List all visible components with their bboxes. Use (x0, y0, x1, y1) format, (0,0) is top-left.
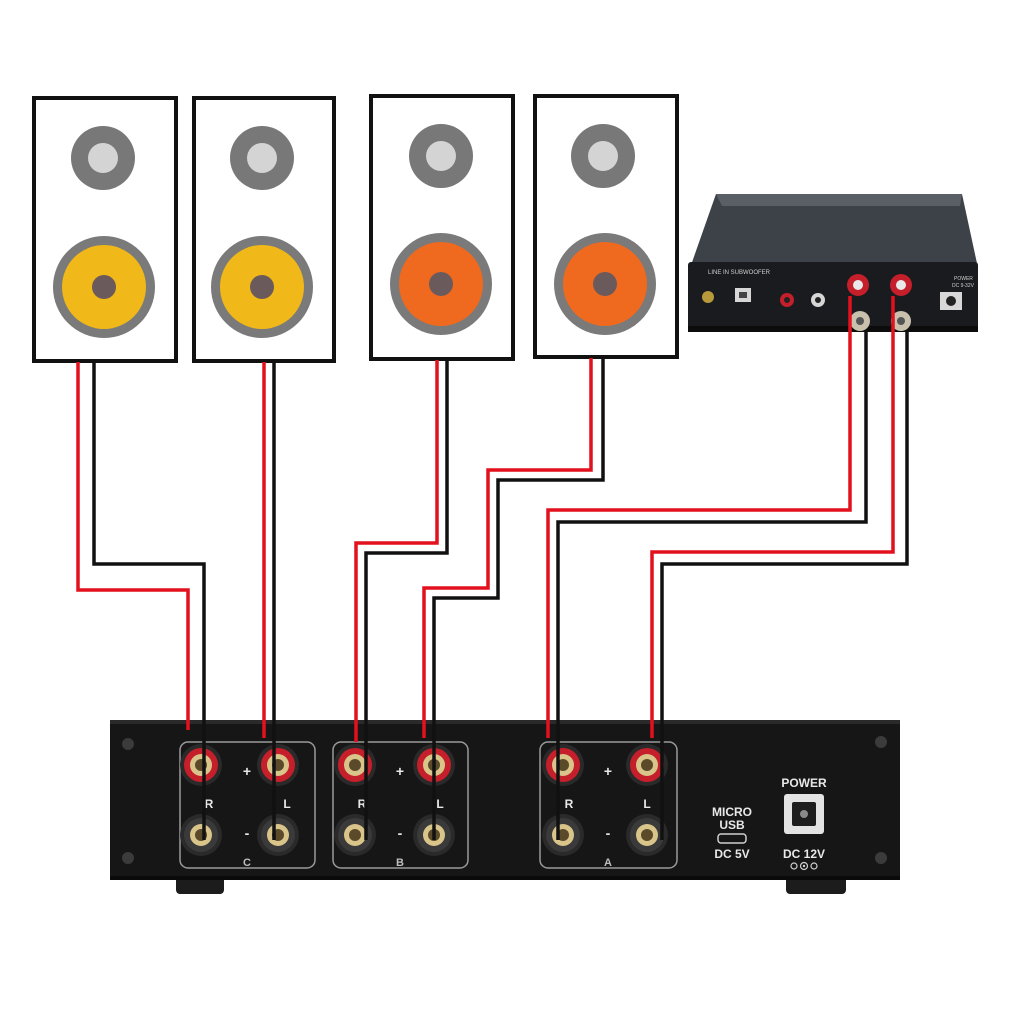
left-channel-label: L (283, 797, 290, 811)
woofer-cap (593, 272, 617, 296)
binding-post-red[interactable] (626, 744, 668, 786)
binding-post-black[interactable] (542, 814, 584, 856)
dc5v-label: DC 5V (714, 847, 749, 861)
micro-usb-section: MICRO USB DC 5V (712, 805, 752, 861)
speaker-1 (32, 96, 178, 363)
tweeter-dome (426, 141, 456, 171)
tweeter-dome (88, 143, 118, 173)
binding-post-black[interactable] (180, 814, 222, 856)
right-channel-label: R (565, 797, 574, 811)
wire-negative (432, 358, 605, 840)
svg-text:LINE IN SUBWOOFER: LINE IN SUBWOOFER (708, 270, 771, 276)
micro-usb-label-2: USB (719, 818, 745, 832)
plus-label: + (604, 763, 612, 779)
group-a-labels: + - R L A (565, 763, 651, 869)
power-label: POWER (781, 776, 827, 790)
wire-positive (650, 296, 895, 738)
micro-usb-port (717, 833, 747, 844)
svg-text:DC 9-32V: DC 9-32V (952, 283, 975, 289)
binding-post-red[interactable] (542, 744, 584, 786)
minus-label: - (606, 825, 611, 841)
wire-negative (92, 362, 206, 840)
group-letter: C (243, 857, 251, 869)
polarity-icon (790, 861, 818, 871)
left-channel-label: L (643, 797, 650, 811)
wire-positive (422, 358, 593, 738)
left-channel-label: L (436, 797, 443, 811)
right-channel-label: R (205, 797, 214, 811)
tweeter-dome (588, 141, 618, 171)
speaker-3 (369, 94, 515, 361)
binding-post-red[interactable] (334, 744, 376, 786)
tweeter-dome (247, 143, 277, 173)
minus-label: - (398, 825, 403, 841)
right-channel-label: R (358, 797, 367, 811)
group-letter: B (396, 857, 404, 869)
svg-text:POWER: POWER (954, 276, 973, 282)
binding-post-red[interactable] (180, 744, 222, 786)
woofer-cap (250, 275, 274, 299)
wire-positive (354, 360, 439, 742)
binding-post-black[interactable] (334, 814, 376, 856)
antenna-connector (702, 291, 714, 303)
binding-post-red[interactable] (257, 744, 299, 786)
amplifier: LINE IN SUBWOOFER POWER DC 9-32V (688, 194, 978, 332)
plus-label: + (243, 763, 251, 779)
dc12v-label: DC 12V (783, 847, 825, 861)
wire-positive (76, 362, 190, 730)
power-section: POWER DC 12V (781, 776, 827, 871)
speaker-4 (533, 94, 679, 359)
wire-negative (660, 330, 909, 840)
wire-negative (364, 360, 449, 840)
binding-post-black[interactable] (257, 814, 299, 856)
wires (76, 296, 909, 840)
speaker-switcher (110, 720, 900, 894)
woofer-cap (92, 275, 116, 299)
binding-post-black[interactable] (626, 814, 668, 856)
wire-negative (556, 330, 868, 840)
wire-positive (546, 296, 852, 738)
group-b-labels: + - R L B (358, 763, 444, 869)
group-c-labels: + - R L C (205, 763, 291, 869)
group-letter: A (604, 857, 612, 869)
minus-label: - (245, 825, 250, 841)
speaker-2 (192, 96, 336, 363)
plus-label: + (396, 763, 404, 779)
micro-usb-label-1: MICRO (712, 805, 752, 819)
woofer-cap (429, 272, 453, 296)
